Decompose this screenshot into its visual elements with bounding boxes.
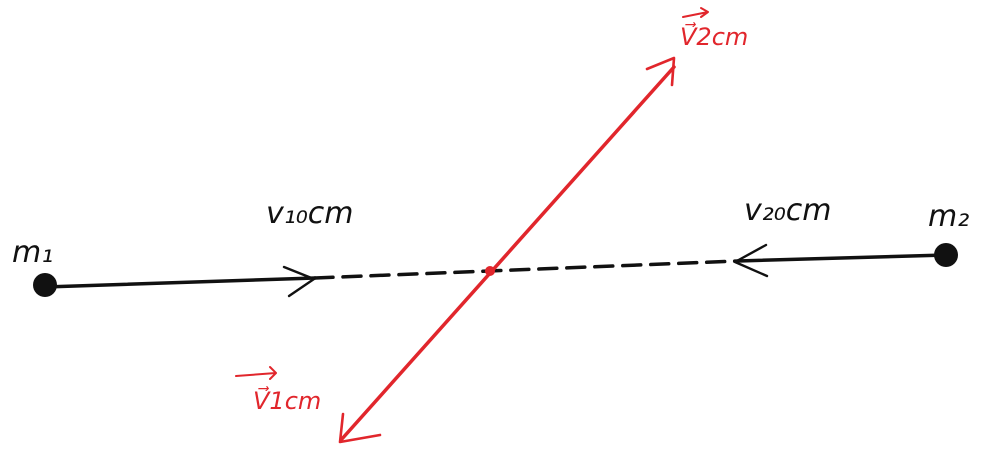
mass-1-arrowhead-icon [282,265,316,298]
mass-1-solid-path [43,276,317,289]
velocity-2-initial-label: v₂₀cm [744,193,832,228]
velocity-1-initial-label: v₁₀cm [266,196,354,231]
final-velocity-line [339,65,676,442]
upper-red-arrowhead-icon [645,56,676,87]
upper-vector-symbol-icon [682,7,709,18]
mass-1-dot [33,273,57,297]
lower-red-arrowhead-icon [338,412,382,444]
center-of-mass-dot [485,266,495,276]
velocity-1-final-label: V⃗1cm [253,386,321,415]
mass-2-arrowhead-icon [733,243,769,278]
center-line-dashed [313,259,740,280]
lower-vector-symbol-icon [235,366,277,380]
mass-2-dot [934,243,958,267]
mass-2-label: m₂ [928,199,969,234]
mass-2-solid-path [736,253,948,263]
velocity-2-final-label: V⃗2cm [680,22,748,51]
mass-1-label: m₁ [12,235,53,270]
